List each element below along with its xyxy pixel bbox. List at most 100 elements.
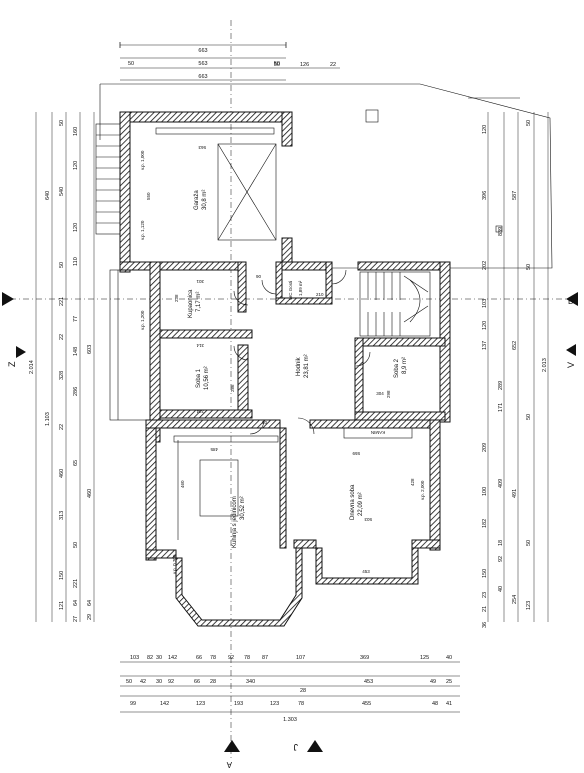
marker-b: B (568, 297, 573, 306)
right-a-3: 103 (482, 299, 488, 308)
marker-left-arrow (2, 292, 14, 306)
bottom-r2-3: 92 (168, 679, 174, 685)
right-b-8: 92 (498, 556, 504, 562)
door-soba1 (233, 345, 249, 361)
left-a-7: 460 (59, 469, 65, 478)
left-a-3: 221 (59, 297, 65, 306)
garage-skylight (217, 143, 277, 241)
bottom-r1-11: 125 (420, 655, 429, 661)
right-c-4: 21 (482, 606, 488, 612)
marker-z: Z (7, 361, 17, 367)
room-dnevna-name: Dnevna soba (350, 484, 356, 520)
bottom-r4-8: 41 (446, 701, 452, 707)
marker-v: V (566, 362, 576, 368)
right-a-5: 137 (482, 341, 488, 350)
left-total: 2.014 (29, 360, 35, 374)
right-b-1: 839 (498, 227, 504, 236)
room-hodnik-name: Hodnik (296, 356, 302, 376)
bottom-r1-4: 66 (196, 655, 202, 661)
dim-garaza-top: 563 (198, 145, 206, 150)
door-wc (261, 279, 277, 295)
top-dim-3b: 126 (300, 62, 309, 68)
door-kuhinja (249, 419, 265, 435)
staircase (359, 271, 431, 337)
bottom-r4-3: 193 (234, 701, 243, 707)
right-c-3: 50 (526, 540, 532, 546)
top-dim-2b: 563 (198, 61, 207, 67)
dim-bay: 453 (362, 569, 370, 574)
right-a-4: 120 (482, 321, 488, 330)
bottom-r4-7: 48 (432, 701, 438, 707)
left-b-3: 110 (73, 257, 79, 266)
dim-soba2-w: 304 (376, 391, 384, 396)
right-b-7: 18 (498, 540, 504, 546)
bottom-r2-5: 28 (210, 679, 216, 685)
left-b-7: 65 (73, 460, 79, 466)
bottom-r4-6: 455 (362, 701, 371, 707)
bottom-r1-6: 92 (228, 655, 234, 661)
bottom-r2-1: 42 (140, 679, 146, 685)
left-b-10: 27 (73, 616, 79, 622)
left-c-4: 64 (87, 600, 93, 606)
right-c-5: 36 (482, 622, 488, 628)
bottom-r4-0: 99 (130, 701, 136, 707)
section-markers: Z B V J A (2, 292, 578, 769)
bottom-r1-1: 82 (147, 655, 153, 661)
marker-right-arrow (566, 292, 578, 306)
kamin-label: KAMIN (371, 430, 385, 435)
right-a-7: 100 (482, 487, 488, 496)
bottom-r1-7: 78 (244, 655, 250, 661)
left-b-0: 160 (73, 127, 79, 136)
room-garaza-name: Garaža (194, 190, 200, 210)
marker-z-arrow (16, 346, 26, 358)
room-wc-name: WC Gosti (288, 281, 293, 300)
bottom-r2-2: 30 (156, 679, 162, 685)
left-b-4: 77 (73, 316, 79, 322)
bottom-r2-4: 66 (194, 679, 200, 685)
right-a-8: 182 (482, 519, 488, 528)
left-c-0: 640 (45, 191, 51, 200)
bottom-r2-6: 340 (246, 679, 255, 685)
bottom-r1-10: 369 (360, 655, 369, 661)
dim-kup-h: 238 (174, 294, 179, 302)
left-a-5: 328 (59, 371, 65, 380)
left-dimensions: 2.014 1.103 50 540 50 221 22 328 22 460 … (29, 112, 95, 622)
right-total: 2.013 (542, 358, 548, 372)
room-kupaonica-name: Kupaonica (188, 289, 194, 318)
bottom-r3-0: 28 (300, 688, 306, 694)
column-marker (365, 109, 379, 123)
marker-v-arrow (566, 344, 576, 356)
marker-a-arrow (224, 740, 240, 752)
left-a-9: 150 (59, 571, 65, 580)
left-a-4: 22 (59, 334, 65, 340)
vp-label-5: v.p. 1,200 (140, 310, 145, 330)
right-dimensions: 2.013 120 396 202 103 120 137 209 100 18… (482, 112, 549, 628)
door-entrance (331, 269, 347, 285)
dim-garaza-w: 550 (146, 192, 151, 200)
bottom-r1-5: 78 (210, 655, 216, 661)
room-kuhinja-name: Kuhinja s jedinicom (232, 496, 238, 548)
left-outer: 1.103 (45, 412, 51, 426)
dim-dnevna-bot: 503 (364, 517, 372, 522)
vp-label-4: v.p. 2,000 (420, 480, 425, 500)
top-dim-4: 663 (198, 74, 207, 80)
bottom-r4-1: 142 (160, 701, 169, 707)
left-b-5: 148 (73, 347, 79, 356)
left-a-8: 313 (59, 511, 65, 520)
right-b-10: 254 (512, 595, 518, 604)
right-c-2: 50 (526, 414, 532, 420)
right-a-1: 396 (482, 191, 488, 200)
dim-kuhinja-h: 460 (180, 480, 185, 488)
marker-j: J (294, 742, 299, 752)
dim-door2: 80 (262, 420, 268, 425)
door-dnevna (297, 417, 315, 435)
room-garaza-area: 30,8 m² (202, 190, 208, 210)
walls (119, 111, 451, 627)
room-soba2-name: Soba 2 (394, 358, 400, 378)
bottom-r2-7: 453 (364, 679, 373, 685)
marker-j-arrow (307, 740, 323, 752)
right-a-0: 120 (482, 125, 488, 134)
terrace-outline (100, 83, 553, 269)
left-c-5: 64 (73, 600, 79, 606)
